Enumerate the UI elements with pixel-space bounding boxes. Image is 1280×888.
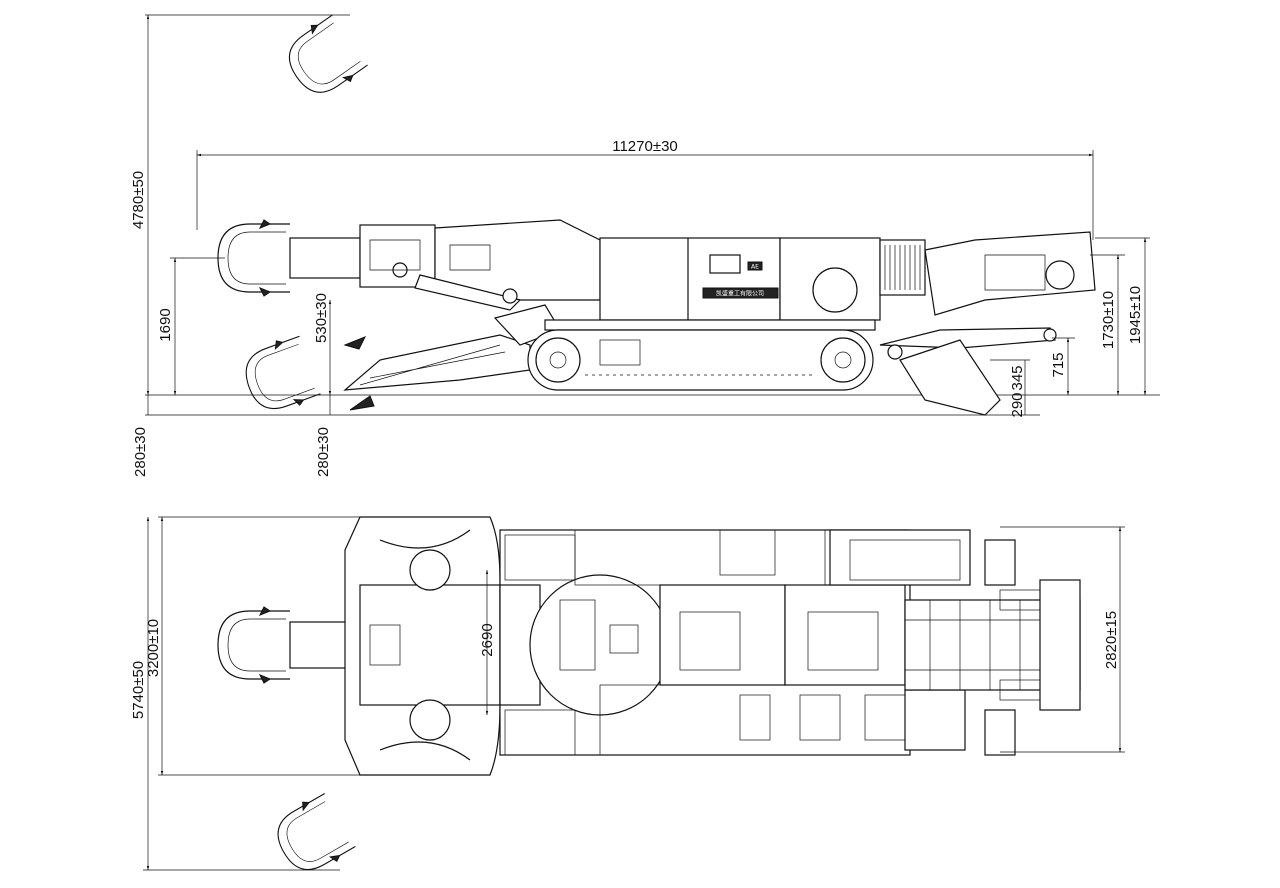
side-view: AE 凯盛重工有限公司 xyxy=(130,11,1160,477)
dim-5740: 5740±50 xyxy=(130,661,147,719)
side-dimensions: 11270±30 4780±50 1690 530±30 280±30 280±… xyxy=(130,15,1150,477)
nameplate-text: 凯盛重工有限公司 xyxy=(716,290,764,298)
plan-dimensions: 5740±50 3200±10 2690 2820±15 xyxy=(130,516,1125,871)
cutter-head-raised xyxy=(276,11,371,106)
dim-1945: 1945±10 xyxy=(1127,286,1144,344)
gathering-star-right xyxy=(409,699,451,741)
dim-cutter-height: 1690 xyxy=(157,308,174,341)
dim-345: 345 xyxy=(1009,365,1026,390)
badge-text: AE xyxy=(751,264,759,271)
plan-loading-shovel xyxy=(344,516,501,776)
rear-conveyor-arm xyxy=(879,327,1057,416)
plan-rear-conveyor xyxy=(904,539,1081,756)
track-right xyxy=(504,709,576,756)
cutter-boom xyxy=(289,219,601,311)
dim-2820: 2820±15 xyxy=(1103,611,1120,669)
track-left xyxy=(504,534,576,581)
dim-max-height: 4780±50 xyxy=(130,171,147,229)
gathering-star-left xyxy=(409,549,451,591)
plan-cutter-head-swung xyxy=(266,789,358,883)
dim-715: 715 xyxy=(1050,352,1067,377)
dim-280-mid: 280±30 xyxy=(315,427,332,477)
dim-1730: 1730±10 xyxy=(1100,291,1117,349)
crawler-track xyxy=(527,329,874,391)
cutter-head-lowered xyxy=(236,332,323,420)
badge xyxy=(747,261,763,271)
cutter-head-horizontal xyxy=(217,219,291,297)
dim-overall-length: 11270±30 xyxy=(612,138,678,155)
plan-view: 5740±50 3200±10 2690 2820±15 xyxy=(130,516,1125,883)
dim-280-left: 280±30 xyxy=(132,427,149,477)
dim-530: 530±30 xyxy=(313,293,330,343)
machine-body: AE 凯盛重工有限公司 xyxy=(544,231,1096,331)
plan-machine-body xyxy=(499,529,971,756)
dim-2690: 2690 xyxy=(479,623,496,656)
dim-3200: 3200±10 xyxy=(145,619,162,677)
dim-290: 290 xyxy=(1009,392,1026,417)
nameplate xyxy=(702,287,779,299)
plan-cutter-head xyxy=(217,606,291,684)
